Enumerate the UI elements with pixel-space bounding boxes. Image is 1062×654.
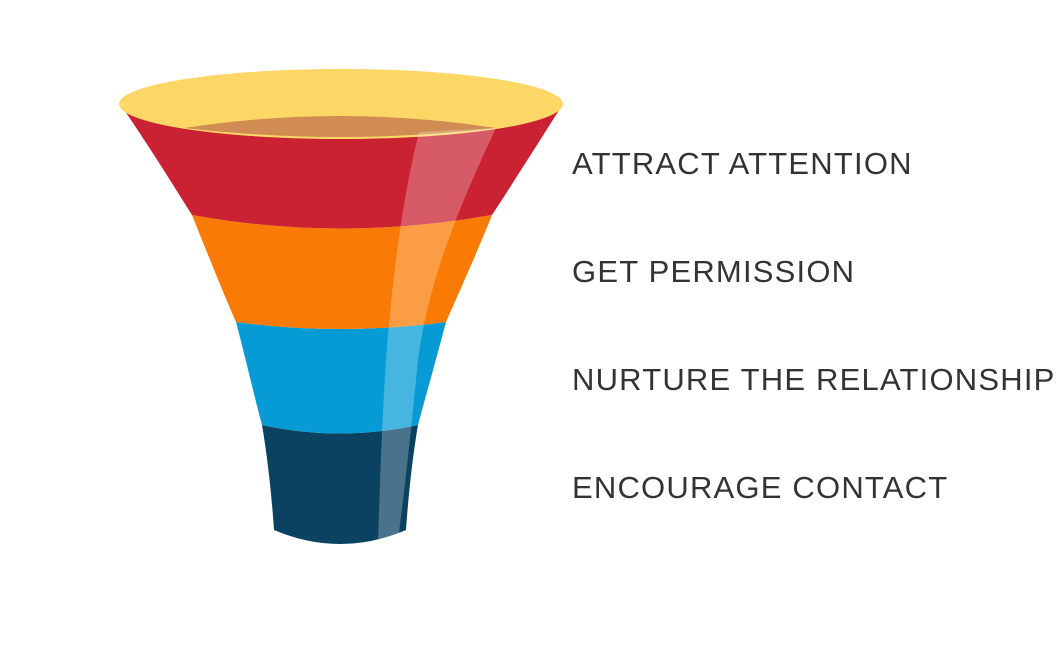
funnel-stage-nurture-relationship — [236, 322, 446, 434]
funnel-stage-encourage-contact — [262, 425, 418, 544]
funnel-stage-get-permission — [192, 215, 492, 329]
funnel-inner-opening — [184, 116, 496, 137]
stage-label-get-permission: GET PERMISSION — [572, 254, 856, 289]
stage-label-nurture-relationship: NURTURE THE RELATIONSHIP — [572, 362, 1056, 397]
stage-label-attract-attention: ATTRACT ATTENTION — [572, 146, 913, 181]
stage-label-encourage-contact: ENCOURAGE CONTACT — [572, 470, 949, 505]
funnel-stage-attract-attention — [120, 104, 563, 229]
funnel-rim — [119, 69, 563, 139]
funnel-highlight — [378, 128, 496, 542]
